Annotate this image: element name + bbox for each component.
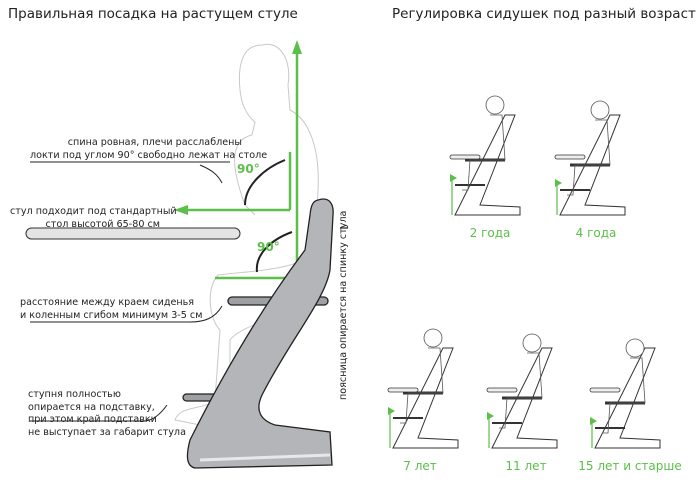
pointer-arrow-knee (30, 305, 223, 323)
annotation-line: спина ровная, плечи расслаблены (67, 137, 242, 148)
age-label-2: 2 года (469, 226, 511, 240)
annotation-line: расстояние между краем сиденья (20, 297, 195, 308)
age-chair-2 (387, 328, 459, 449)
annotation-line: стол высотой 65-80 см (45, 218, 160, 230)
age-chairs (387, 95, 661, 449)
table-top (25, 227, 241, 240)
annotation-line: опирается на подставку, (28, 401, 155, 413)
pointer-arrow-foot (30, 404, 168, 422)
right-title: Регулировка сидушек под разный возраст (392, 6, 696, 22)
angle-arrow-knee (255, 231, 293, 273)
annotation-line: ступня полностью (28, 389, 121, 400)
pointer-arrow-back (30, 161, 230, 184)
annotation-lumbar: поясница опирается на спинку стула (338, 210, 349, 400)
age-chair-4 (589, 338, 661, 449)
annotation-line: локти под углом 90° свободно лежат на ст… (30, 149, 268, 161)
age-chair-0 (449, 95, 521, 216)
annotation-back: спина ровная, плечи расслаблены локти по… (30, 137, 268, 162)
annotation-knee: расстояние между краем сиденья и коленны… (20, 297, 202, 322)
age-label-15: 15 лет и старше (578, 459, 682, 473)
angle-arrow-elbow (244, 159, 286, 206)
age-chair-1 (554, 100, 626, 216)
annotation-line: не выступает за габарит стула (28, 426, 186, 438)
annotation-line: при этом край подставки (28, 414, 157, 425)
annotation-line: и коленным сгибом минимум 3-5 см (20, 309, 203, 321)
annotation-line: стул подходит под стандартный (10, 206, 177, 217)
age-label-4: 4 года (575, 226, 617, 240)
age-label-7: 7 лет (403, 459, 437, 473)
angle-label-elbow: 90° (237, 162, 260, 176)
annotation-foot: ступня полностью опирается на подставку,… (28, 389, 186, 439)
age-label-11: 11 лет (505, 459, 547, 473)
left-title: Правильная посадка на растущем стуле (8, 6, 298, 22)
age-chair-3 (486, 333, 558, 449)
chair (182, 198, 334, 469)
annotation-table: стул подходит под стандартный стол высот… (10, 206, 177, 231)
angle-label-knee: 90° (257, 240, 280, 254)
